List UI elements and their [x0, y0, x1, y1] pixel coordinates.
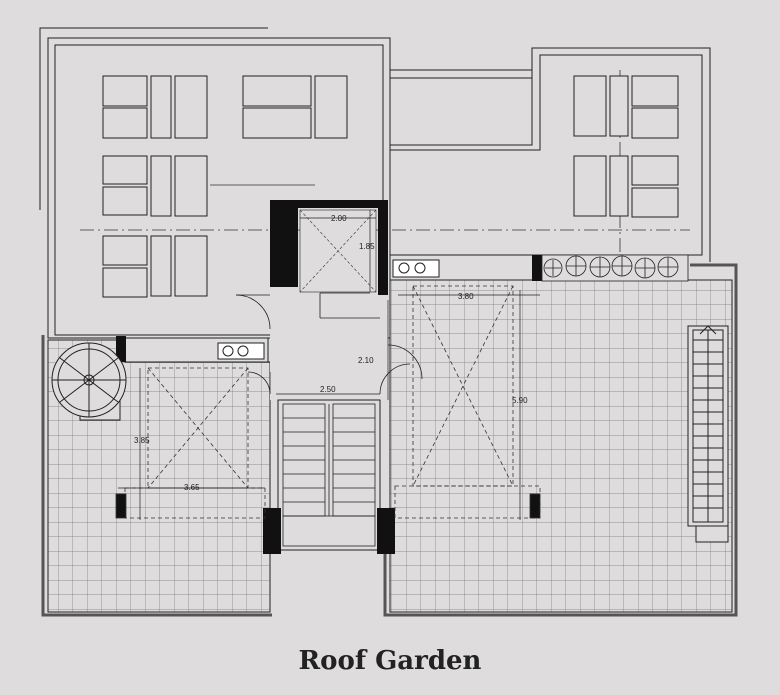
- dim-stair-depth: 1.85: [359, 242, 375, 251]
- east-terrace: [383, 263, 738, 617]
- dim-east-bbq-width: 3.80: [458, 292, 474, 301]
- solar-panels: [102, 75, 679, 298]
- dim-hall-width: 2.50: [320, 385, 336, 394]
- dim-west-bbq-depth: 3.85: [134, 436, 150, 445]
- roof-garden-floor-plan: 2.00 1.85 3.80 5.90 2.10 2.50 3.85 3.65: [39, 27, 738, 617]
- east-exterior-stair: [687, 325, 729, 543]
- east-kitchen-counter: [389, 254, 542, 281]
- spiral-stair: [51, 342, 127, 421]
- plan-title: Roof Garden: [298, 646, 482, 676]
- planter-shrubs: [541, 254, 689, 282]
- west-kitchen-counter: [116, 336, 269, 363]
- central-hall: [235, 292, 423, 554]
- dim-hall-depth: 2.10: [358, 356, 374, 365]
- dim-east-bbq-depth: 5.90: [512, 396, 528, 405]
- dim-west-bbq-width: 3.65: [184, 483, 200, 492]
- east-pergola: [394, 285, 541, 519]
- dimension-lines: [118, 210, 540, 520]
- dim-stair-width: 2.00: [331, 214, 347, 223]
- stair-core: [270, 200, 388, 295]
